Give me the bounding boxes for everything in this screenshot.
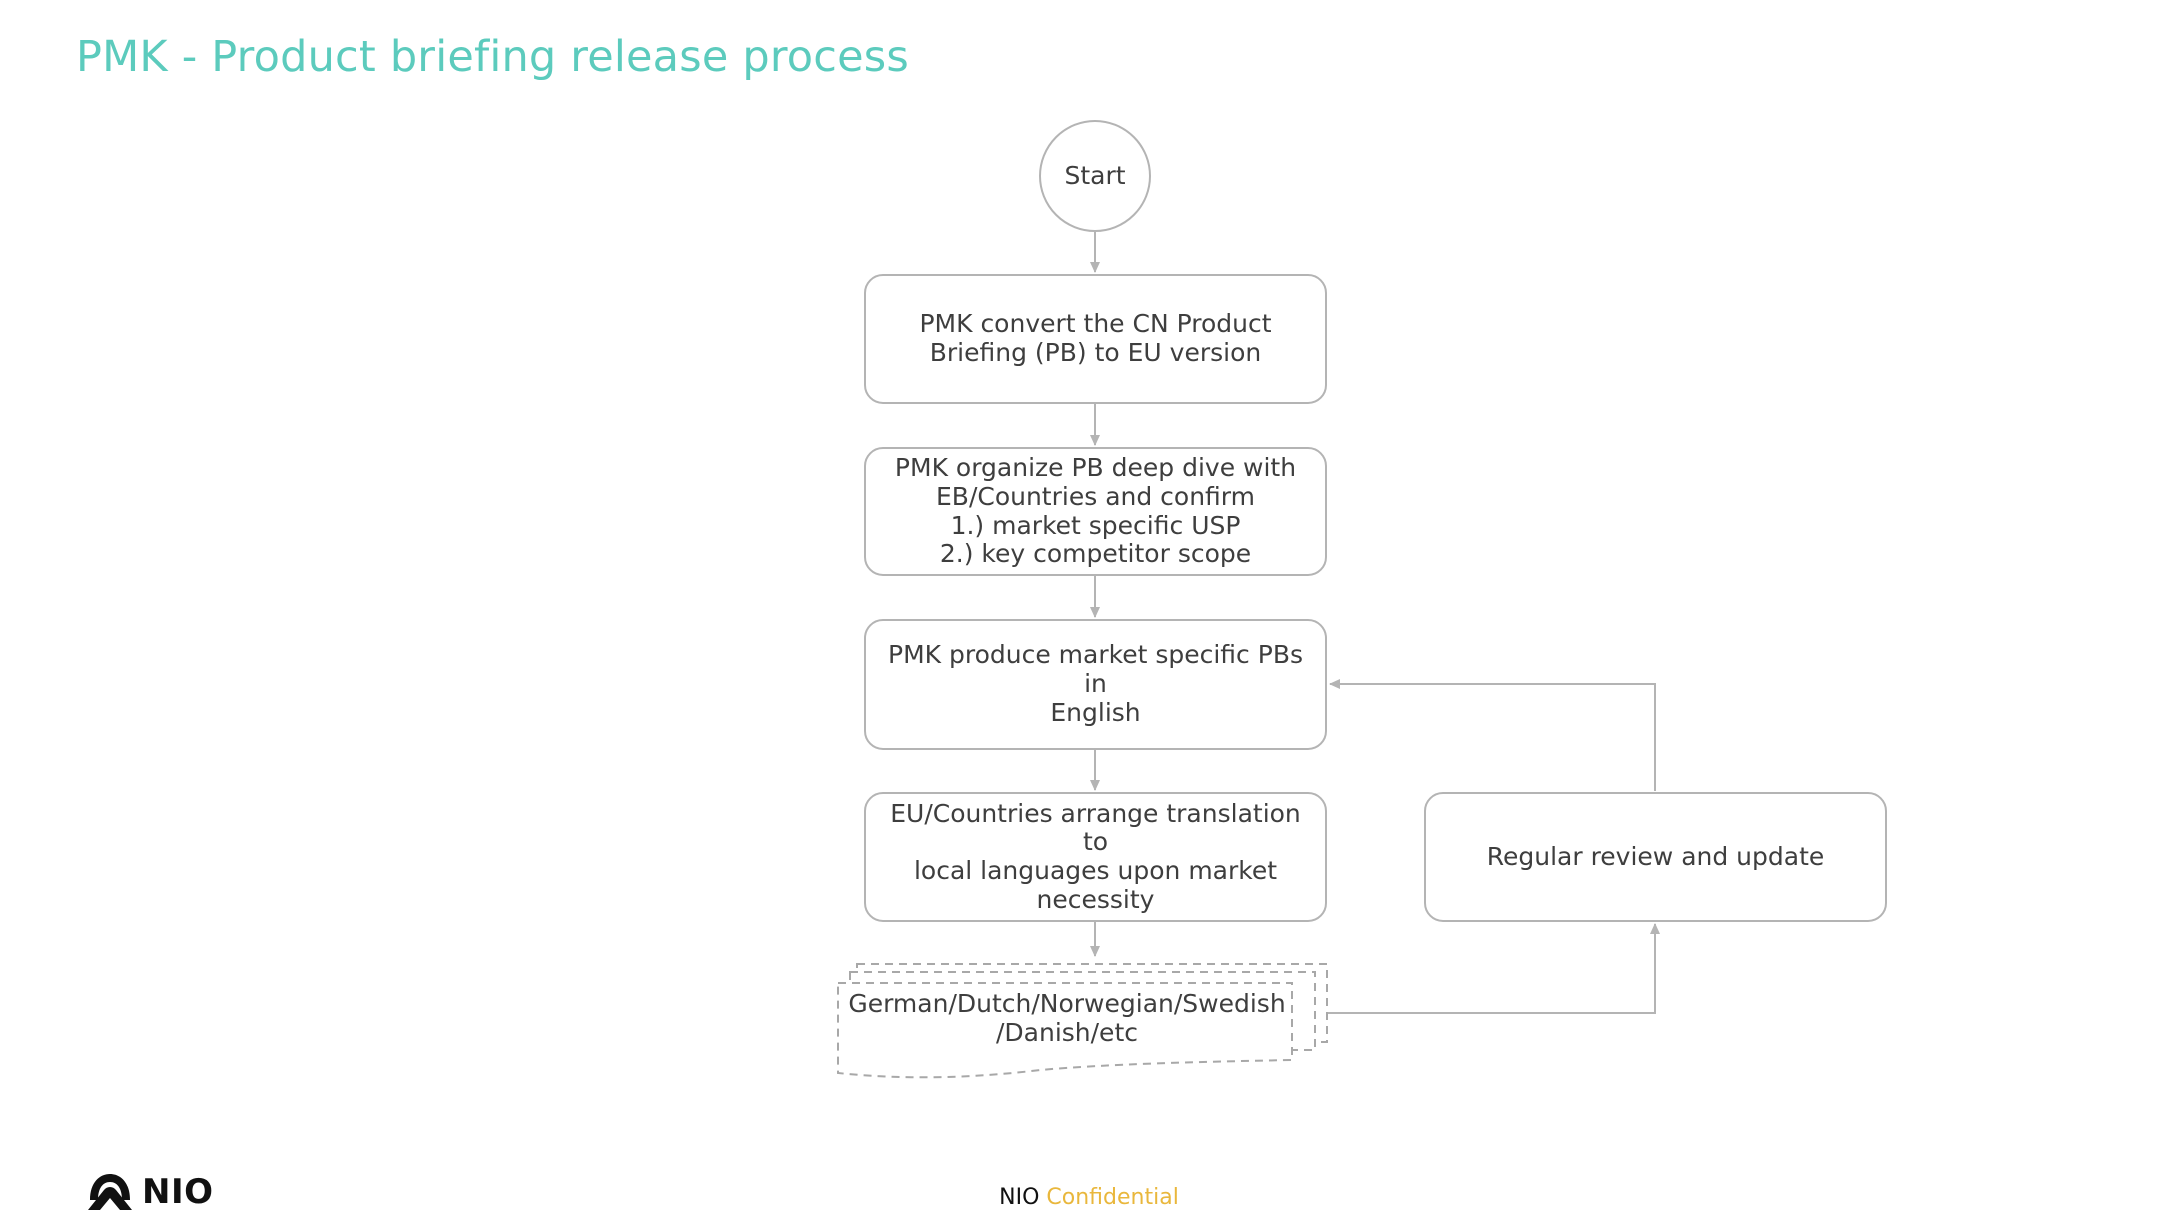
nio-logo: NIO bbox=[86, 1170, 214, 1214]
arrow-review-to-step3 bbox=[1329, 679, 1656, 791]
review-update-label: Regular review and update bbox=[1486, 841, 1825, 871]
step-arrange-translation: EU/Countries arrange translation to loca… bbox=[864, 792, 1327, 922]
document-front bbox=[837, 982, 1293, 1079]
nio-logo-text: NIO bbox=[142, 1172, 214, 1212]
footer-confidential: NIO Confidential bbox=[0, 1185, 2178, 1210]
nio-logo-icon bbox=[88, 1174, 132, 1210]
step-produce-market-pbs-label: PMK produce market specific PBs in Engli… bbox=[888, 640, 1303, 727]
step-deep-dive-label: PMK organize PB deep dive with EB/Countr… bbox=[894, 453, 1297, 569]
footer-confidential-label: Confidential bbox=[1046, 1185, 1179, 1210]
footer-brand: NIO bbox=[999, 1185, 1040, 1210]
step-arrange-translation-label: EU/Countries arrange translation to loca… bbox=[890, 798, 1301, 914]
step-deep-dive: PMK organize PB deep dive with EB/Countr… bbox=[864, 447, 1327, 576]
slide-title: PMK - Product briefing release process bbox=[76, 32, 909, 82]
start-node: Start bbox=[1039, 120, 1151, 232]
step-convert-briefing: PMK convert the CN Product Briefing (PB)… bbox=[864, 274, 1327, 404]
arrow-documents-to-review bbox=[1328, 923, 1660, 1014]
review-update-node: Regular review and update bbox=[1424, 792, 1887, 922]
start-label: Start bbox=[1064, 160, 1126, 190]
step-produce-market-pbs: PMK produce market specific PBs in Engli… bbox=[864, 619, 1327, 750]
documents-label: German/Dutch/Norwegian/Swedish /Danish/e… bbox=[848, 989, 1286, 1047]
step-convert-briefing-label: PMK convert the CN Product Briefing (PB)… bbox=[919, 309, 1272, 367]
documents-shape bbox=[837, 963, 1328, 1079]
